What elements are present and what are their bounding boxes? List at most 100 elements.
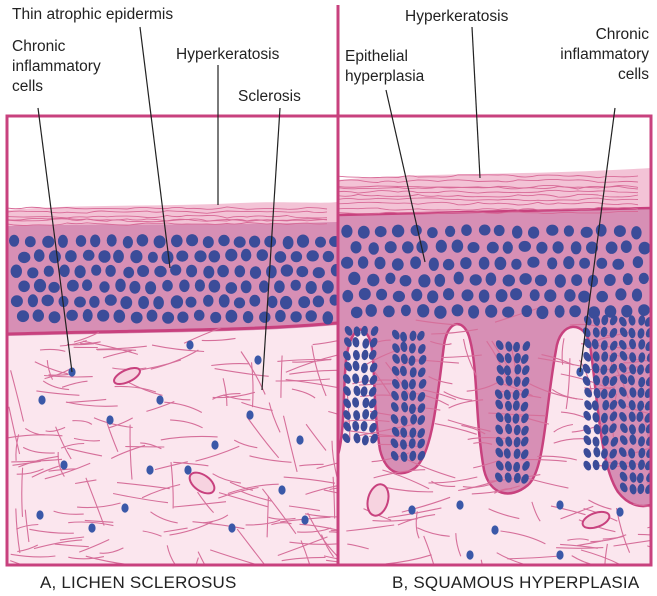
epidermal-nucleus — [194, 250, 206, 262]
epidermal-nucleus — [563, 256, 574, 269]
epidermal-nucleus — [385, 273, 395, 284]
epidermal-nucleus — [243, 311, 253, 323]
label-thin-atrophic-epidermis: Thin atrophic epidermis — [12, 6, 173, 24]
epidermal-nucleus — [123, 236, 133, 248]
epidermal-nucleus — [266, 265, 277, 278]
label-hyperkeratosis-a: Hyperkeratosis — [176, 46, 279, 64]
epidermal-nucleus — [555, 305, 565, 318]
epidermal-nucleus — [527, 257, 539, 268]
epidermal-nucleus — [250, 266, 261, 279]
epidermal-nucleus — [348, 272, 360, 285]
epidermal-nucleus — [402, 241, 414, 253]
epidermal-nucleus — [569, 305, 581, 317]
epidermal-nucleus — [235, 265, 246, 277]
epidermal-nucleus — [571, 274, 582, 286]
inflammatory-cell — [36, 510, 43, 519]
epidermal-nucleus — [241, 280, 252, 293]
epidermal-nucleus — [42, 236, 54, 248]
epidermal-nucleus — [436, 240, 447, 253]
epidermal-nucleus — [44, 266, 54, 277]
epidermal-nucleus — [34, 279, 46, 292]
epidermal-nucleus — [76, 235, 86, 247]
epidermal-nucleus — [34, 249, 45, 262]
epidermal-nucleus — [75, 265, 86, 278]
epidermal-nucleus — [468, 305, 479, 318]
epidermal-nucleus — [154, 235, 166, 248]
epidermal-nucleus — [225, 249, 237, 262]
epidermal-nucleus — [351, 241, 362, 253]
epidermal-nucleus — [578, 291, 590, 303]
inflammatory-cell — [211, 440, 218, 449]
epidermal-nucleus — [290, 311, 301, 322]
epidermal-nucleus — [359, 288, 371, 300]
epidermal-nucleus — [177, 312, 188, 323]
epidermal-nucleus — [162, 312, 174, 324]
epidermal-nucleus — [217, 265, 229, 277]
epidermal-nucleus — [341, 225, 352, 238]
epidermal-nucleus — [115, 279, 125, 292]
epidermal-nucleus — [123, 267, 134, 278]
label-chronic-a-line1: Chronic — [12, 38, 65, 56]
epidermal-nucleus — [351, 307, 363, 319]
epidermal-nucleus — [28, 294, 38, 307]
epidermal-nucleus — [462, 289, 474, 301]
epidermal-nucleus — [89, 296, 99, 308]
epidermal-nucleus — [291, 251, 302, 262]
epidermal-nucleus — [257, 249, 268, 261]
epidermal-nucleus — [639, 242, 651, 255]
epidermal-nucleus — [503, 275, 515, 287]
epidermal-nucleus — [511, 259, 521, 270]
label-sclerosis: Sclerosis — [238, 88, 301, 106]
epidermal-nucleus — [385, 241, 397, 253]
epidermal-nucleus — [315, 237, 326, 248]
epidermal-nucleus — [209, 280, 221, 293]
epidermal-nucleus — [487, 242, 499, 254]
epidermal-nucleus — [226, 310, 238, 323]
epidermal-nucleus — [137, 234, 149, 246]
epidermal-nucleus — [82, 279, 92, 291]
epidermal-nucleus — [366, 304, 377, 317]
epidermal-nucleus — [544, 289, 556, 302]
epidermal-nucleus — [564, 289, 575, 302]
epidermal-nucleus — [259, 280, 269, 292]
label-chronic-b-line2: inflammatory — [560, 46, 649, 64]
epidermal-nucleus — [612, 259, 624, 270]
epidermal-nucleus — [107, 234, 117, 246]
epidermal-nucleus — [429, 258, 439, 271]
epidermal-nucleus — [494, 225, 505, 236]
inflammatory-cell — [466, 550, 473, 559]
inflammatory-cell — [254, 355, 261, 364]
epidermal-nucleus — [129, 281, 140, 294]
epidermal-nucleus — [275, 251, 287, 263]
epidermal-nucleus — [392, 225, 404, 238]
epidermal-nucleus — [275, 310, 286, 322]
epidermal-nucleus — [9, 235, 19, 247]
epidermal-nucleus — [49, 311, 61, 323]
epidermal-nucleus — [604, 274, 616, 286]
epidermal-nucleus — [631, 226, 641, 239]
epidermal-nucleus — [400, 275, 412, 286]
epidermal-nucleus — [194, 310, 205, 321]
epidermal-nucleus — [479, 225, 491, 236]
epidermal-nucleus — [186, 234, 198, 246]
epidermal-nucleus — [434, 306, 446, 319]
inflammatory-cell — [146, 465, 153, 474]
epidermal-nucleus — [59, 265, 69, 278]
panel-a-tissue — [7, 116, 376, 587]
epidermal-nucleus — [18, 252, 30, 263]
epidermal-nucleus — [367, 274, 379, 287]
inflammatory-cell — [408, 505, 415, 514]
epidermal-nucleus — [375, 226, 387, 237]
epidermal-nucleus — [138, 296, 149, 309]
epidermal-nucleus — [114, 310, 126, 323]
label-epithelial-line2: hyperplasia — [345, 68, 424, 86]
epidermal-nucleus — [97, 310, 109, 322]
epidermal-nucleus — [105, 265, 115, 277]
epidermal-nucleus — [555, 274, 566, 287]
epidermal-nucleus — [536, 306, 548, 319]
epidermal-nucleus — [376, 289, 387, 301]
epidermal-nucleus — [306, 281, 317, 294]
epidermal-nucleus — [452, 240, 464, 253]
epidermal-nucleus — [17, 310, 29, 322]
epidermal-nucleus — [297, 235, 309, 248]
